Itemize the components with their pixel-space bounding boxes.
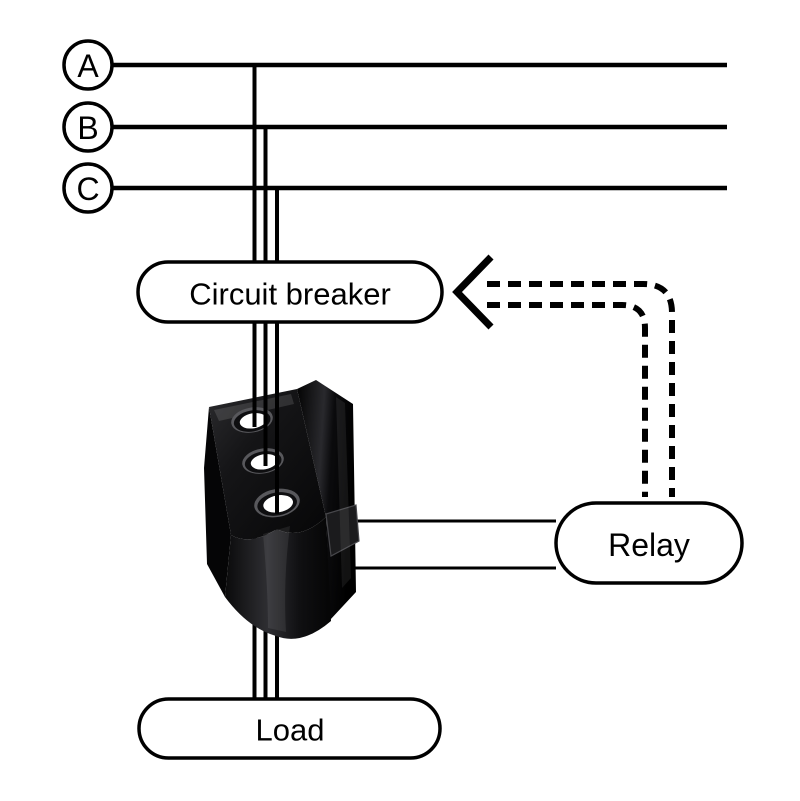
circuit-breaker-node: Circuit breaker bbox=[136, 260, 444, 324]
phase-c-label: C bbox=[76, 171, 99, 207]
phase-bus-c: C bbox=[62, 162, 727, 214]
load-node: Load bbox=[137, 697, 442, 760]
relay-box bbox=[554, 501, 744, 585]
ct-secondary-wires bbox=[340, 519, 556, 570]
trip-signal-dashed-inner bbox=[487, 302, 648, 497]
phase-b-terminal bbox=[62, 101, 114, 153]
circuit-breaker-box bbox=[136, 260, 444, 324]
circuit-breaker-label: Circuit breaker bbox=[189, 277, 391, 312]
phase-bus-a: A bbox=[62, 39, 727, 91]
phase-bus-b: B bbox=[62, 101, 727, 153]
feeder-wires-upper bbox=[252, 65, 279, 262]
relay-node: Relay bbox=[554, 501, 744, 585]
ct-front-face bbox=[225, 517, 331, 639]
phase-b-label: B bbox=[77, 110, 98, 146]
trip-signal-dashed-outer bbox=[487, 281, 675, 497]
ct-front-highlight bbox=[263, 526, 290, 632]
feeder-wires-into-ct bbox=[252, 322, 279, 514]
ct-side-highlight bbox=[336, 397, 351, 588]
phase-a-label: A bbox=[77, 48, 99, 84]
load-label: Load bbox=[256, 713, 325, 748]
ct-left-face bbox=[204, 407, 231, 597]
current-transformer-icon bbox=[204, 380, 360, 639]
load-box bbox=[137, 697, 442, 760]
relay-label: Relay bbox=[608, 527, 690, 563]
phase-c-terminal bbox=[62, 162, 114, 214]
ct-flange bbox=[325, 504, 360, 557]
trip-signal-path bbox=[452, 254, 675, 497]
left-arrow-icon bbox=[452, 254, 494, 330]
phase-a-terminal bbox=[62, 39, 114, 91]
ct-right-face bbox=[297, 380, 356, 620]
